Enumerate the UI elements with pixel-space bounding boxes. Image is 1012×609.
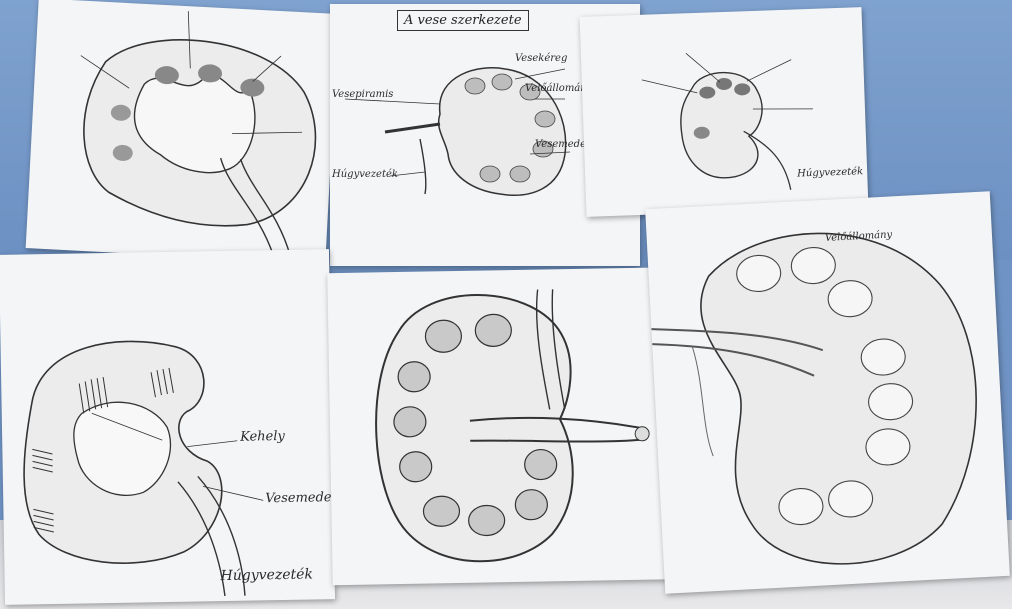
label-piramis: Vesepiramis	[332, 90, 393, 100]
label-hugyvezetek: Húgyvezeték	[332, 170, 398, 180]
label-kereg: Vesekéreg	[515, 54, 567, 64]
kidney-sketch-6	[645, 191, 1010, 594]
label-kehely: Kehely	[240, 430, 285, 444]
sheet-bottom-right-kidney-drawing: Velőállomány	[645, 191, 1010, 594]
sheet-top-left-kidney-drawing	[26, 0, 339, 264]
kidney-sketch-5	[327, 267, 700, 585]
kidney-sketch-1	[26, 0, 339, 264]
label-hugyvezetek-4: Húgyvezeték	[220, 567, 313, 583]
sheet-bottom-left-kidney-drawing: Kehely Vesemedence Húgyvezeték	[0, 249, 335, 605]
kidney-sketch-3	[580, 7, 869, 217]
sheet-top-right-kidney-drawing: Húgyvezeték	[580, 7, 869, 217]
sheet-bottom-center-kidney-drawing	[327, 267, 700, 585]
kidney-sketch-4	[0, 249, 335, 605]
